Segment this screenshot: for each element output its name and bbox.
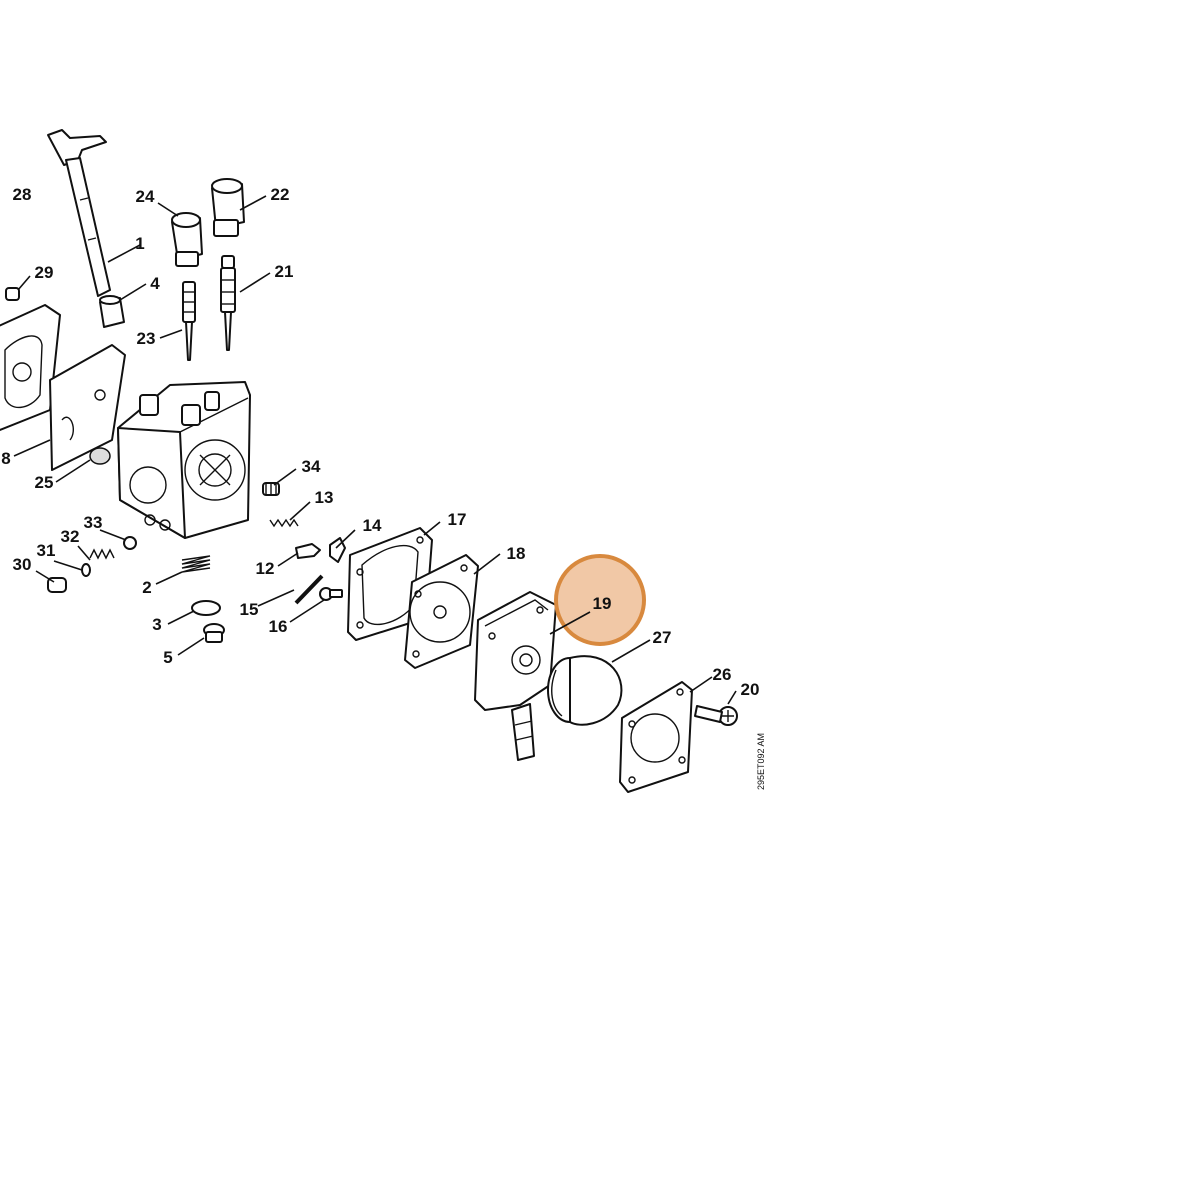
label-21: 21 — [275, 262, 294, 281]
part-3-washer — [191, 600, 221, 616]
part-18-diaphragm — [404, 554, 479, 669]
label-27: 27 — [653, 628, 672, 647]
part-34-spring — [262, 482, 280, 496]
drawing-code: 295ET092 AM — [756, 733, 766, 790]
label-28: 28 — [13, 185, 32, 204]
part-27-primer-bulb — [547, 655, 623, 726]
label-14: 14 — [363, 516, 382, 535]
label-34: 34 — [302, 457, 321, 476]
part-13-spring — [269, 518, 299, 528]
label-5: 5 — [163, 648, 172, 667]
label-22: 22 — [271, 185, 290, 204]
part-4-bushing — [99, 295, 125, 328]
label-12: 12 — [256, 559, 275, 578]
label-18: 18 — [507, 544, 526, 563]
part-31-ring — [81, 563, 91, 577]
part-20-screw — [694, 705, 738, 726]
highlight-circle[interactable] — [554, 554, 646, 646]
part-22-cap — [211, 178, 245, 237]
part-16-screw — [319, 587, 343, 601]
label-31: 31 — [37, 541, 56, 560]
label-32: 32 — [61, 527, 80, 546]
callout-labels: 28 24 22 1 29 4 21 23 8 25 34 13 33 32 3… — [1, 185, 759, 699]
carburetor-body — [117, 381, 251, 539]
part-1-throttle-shaft — [47, 129, 111, 297]
part-25-strainer — [89, 447, 111, 465]
parts-drawing — [0, 129, 738, 793]
label-3: 3 — [152, 615, 161, 634]
part-26-cover-plate — [619, 681, 693, 793]
label-26: 26 — [713, 665, 732, 684]
part-23-needle — [182, 281, 196, 361]
label-17: 17 — [448, 510, 467, 529]
part-12-inlet-needle — [295, 543, 321, 559]
label-2: 2 — [142, 578, 151, 597]
part-2-spring — [181, 555, 211, 573]
part-15-pin — [294, 574, 324, 605]
label-13: 13 — [315, 488, 334, 507]
label-1: 1 — [135, 234, 144, 253]
label-25: 25 — [35, 473, 54, 492]
part-33-washer — [123, 536, 137, 550]
part-8-plate — [49, 344, 126, 471]
part-19-pump-cover — [474, 591, 557, 761]
part-21-needle — [220, 255, 236, 351]
label-30: 30 — [13, 555, 32, 574]
label-33: 33 — [84, 513, 103, 532]
part-5-screw — [203, 623, 225, 643]
label-24: 24 — [136, 187, 155, 206]
part-24-cap — [171, 212, 203, 267]
label-20: 20 — [741, 680, 760, 699]
part-32-spring — [89, 548, 115, 560]
part-29-plug — [5, 287, 20, 301]
label-16: 16 — [269, 617, 288, 636]
label-8: 8 — [1, 449, 10, 468]
label-23: 23 — [137, 329, 156, 348]
label-19[interactable]: 19 — [593, 594, 612, 613]
label-15: 15 — [240, 600, 259, 619]
leader-lines — [13, 195, 737, 705]
label-29: 29 — [35, 263, 54, 282]
label-4: 4 — [150, 274, 160, 293]
